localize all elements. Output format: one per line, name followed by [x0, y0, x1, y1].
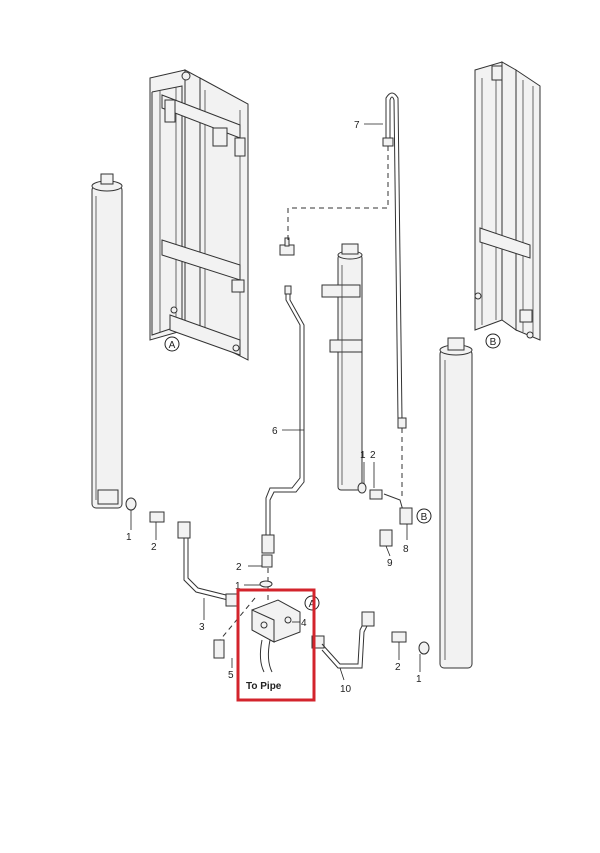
label-part-5: 5	[228, 670, 234, 681]
svg-text:B: B	[421, 512, 428, 523]
mast-frame-b	[474, 61, 541, 341]
label-part-7: 7	[354, 120, 360, 131]
label-part-2-center: 2	[236, 562, 242, 573]
label-part-3: 3	[199, 622, 205, 633]
callout-b-small: B	[416, 508, 432, 524]
callout-a: A	[164, 336, 180, 352]
fittings-right-upper	[357, 482, 413, 547]
pipe-7	[382, 92, 407, 429]
label-part-4: 4	[301, 618, 307, 629]
right-lift-cylinder	[439, 337, 473, 669]
fittings-left	[125, 497, 239, 607]
svg-text:A: A	[309, 599, 316, 610]
label-part-1-center: 1	[235, 581, 241, 592]
left-lift-cylinder	[91, 173, 123, 509]
highlight-box	[236, 588, 316, 702]
callout-a-small: A	[304, 595, 320, 611]
fittings-center	[259, 534, 275, 588]
fittings-right	[311, 611, 430, 669]
center-lift-cylinder	[321, 243, 363, 491]
label-part-6: 6	[272, 426, 278, 437]
valve-block	[213, 599, 301, 673]
to-pipe-note: To Pipe	[246, 681, 282, 692]
pipe-6	[265, 237, 305, 535]
label-part-2-right-lower: 2	[395, 662, 401, 673]
label-part-1-right-upper: 1	[360, 450, 366, 461]
label-part-9: 9	[387, 558, 393, 569]
label-part-8: 8	[403, 544, 409, 555]
mast-frame-a	[149, 69, 249, 361]
label-part-2-left: 2	[151, 542, 157, 553]
leader-lines	[130, 123, 421, 681]
label-part-10: 10	[340, 684, 352, 695]
label-part-1-left: 1	[126, 532, 132, 543]
part-numbers: 1 2 3 2 1 4 5 6 7 1 2 8 9 10 2 1	[126, 120, 422, 695]
label-part-1-right-lower: 1	[416, 674, 422, 685]
svg-text:A: A	[169, 340, 176, 351]
svg-text:B: B	[490, 337, 497, 348]
label-part-2-right-upper: 2	[370, 450, 376, 461]
callout-b: B	[485, 333, 501, 349]
